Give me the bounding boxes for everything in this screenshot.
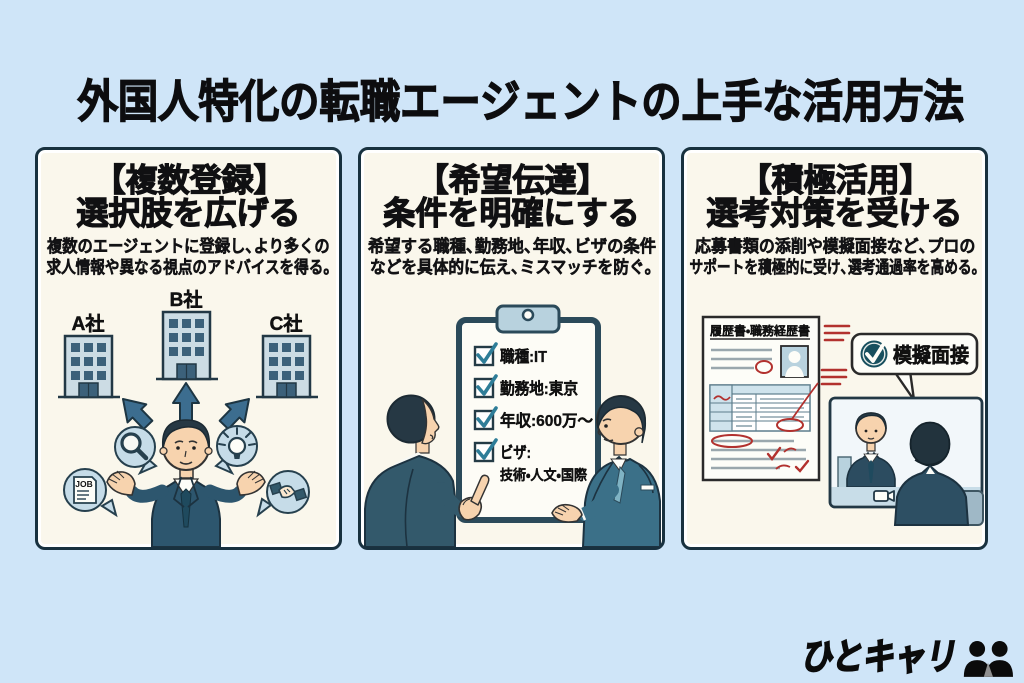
- card2-heading: 【希望伝達】 条件を明確にする: [361, 162, 662, 231]
- building-c: C社: [256, 312, 318, 399]
- checklist-item-2: 勤務地:東京: [500, 379, 578, 398]
- checkbox-4: [473, 438, 498, 463]
- building-b-label: B社: [170, 288, 203, 311]
- card2-illustration: 職種:IT 勤務地:東京 年収:600万〜 ビザ: 技術・人文・国際: [364, 304, 662, 547]
- interviewee-back: [893, 421, 984, 526]
- building-c-label: C社: [270, 312, 303, 335]
- right-person-face: [597, 418, 614, 442]
- checklist-item-4: ビザ:: [500, 444, 531, 462]
- arrows-up: [122, 382, 250, 431]
- page-title-text: 外国人特化の転職エージェントの上手な活用方法: [76, 75, 964, 127]
- card2-left-person: [364, 394, 490, 547]
- card1-body: 複数のエージェントに登録し、より多くの 求人情報や異なる視点のアドバイスを得る。: [38, 236, 339, 278]
- card2-body-line2: などを具体的に伝え、ミスマッチを防ぐ。: [370, 258, 661, 278]
- resume-bottom-lines: [711, 434, 810, 473]
- card1-illustration: A社 B社: [58, 288, 318, 547]
- cards-row: 【複数登録】 選択肢を広げる 複数のエージェントに登録し、より多くの 求人情報や…: [35, 147, 988, 550]
- resume-document: 履歴書・職務経歴書: [701, 315, 821, 482]
- card2-heading-line1: 【希望伝達】: [416, 162, 609, 198]
- job-label: JOB: [75, 479, 92, 489]
- checklist-item-3: 年収:600万〜: [500, 411, 593, 430]
- brand-logo: ひとキャリ: [779, 635, 1013, 678]
- resume-title: 履歴書・職務経歴書: [709, 323, 810, 338]
- card2-body-line1: 希望する職種、勤務地、年収、ビザの条件: [367, 237, 656, 257]
- card1-heading: 【複数登録】 選択肢を広げる: [38, 162, 339, 231]
- check-badge-icon: [860, 340, 888, 368]
- card1-heading-line2: 選択肢を広げる: [76, 195, 301, 231]
- magnifier-icon: [120, 432, 149, 461]
- correction-marks: [820, 324, 851, 386]
- brand-logo-text-inner: ひとキャリ: [798, 635, 962, 678]
- card2-right-person: [551, 395, 662, 547]
- card3-body: 応募書類の添削や模擬面接など、プロの サポートを積極的に受け、選考通過率を高める…: [684, 236, 985, 278]
- card2-body: 希望する職種、勤務地、年収、ビザの条件 などを具体的に伝え、ミスマッチを防ぐ。: [361, 236, 662, 278]
- card-active-use: 【積極活用】 選考対策を受ける 応募書類の添削や模擬面接など、プロの サポートを…: [681, 147, 988, 550]
- job-bubble: JOB: [63, 468, 118, 518]
- card3-body-line2: サポートを積極的に受け、選考通過率を高める。: [689, 258, 986, 278]
- card1-body-line2: 求人情報や異なる視点のアドバイスを得る。: [45, 258, 338, 278]
- building-b: B社: [156, 288, 218, 381]
- card-multiple-registration: 【複数登録】 選択肢を広げる 複数のエージェントに登録し、より多くの 求人情報や…: [35, 147, 342, 550]
- checkbox-3: [473, 406, 498, 431]
- card2-heading-line2: 条件を明確にする: [383, 195, 641, 231]
- face: [174, 440, 198, 465]
- card-communicate-wishes: 【希望伝達】 条件を明確にする 希望する職種、勤務地、年収、ビザの条件 などを具…: [358, 147, 665, 550]
- checkbox-2: [473, 374, 498, 399]
- card3-heading-line1: 【積極活用】: [739, 162, 932, 198]
- checkbox-1: [473, 342, 498, 367]
- card3-heading-line2: 選考対策を受ける: [706, 195, 963, 231]
- handshake-icon: [269, 481, 308, 502]
- clipboard: [456, 304, 601, 523]
- checklist-item-1: 職種:IT: [500, 347, 547, 366]
- card3-heading: 【積極活用】 選考対策を受ける: [684, 162, 985, 231]
- people-logo-icon: [963, 641, 1013, 677]
- lightbulb-icon: [218, 427, 256, 459]
- checklist-item-4-detail: 技術・人文・国際: [500, 467, 588, 483]
- card3-body-line1: 応募書類の添削や模擬面接など、プロの: [694, 237, 975, 257]
- job-document-icon: JOB: [73, 476, 97, 504]
- mock-interview-label: 模擬面接: [893, 343, 969, 367]
- pointing-hand: [458, 474, 490, 521]
- right-open-hand: [236, 470, 266, 496]
- camera-icon: [873, 490, 895, 502]
- search-bubble: [114, 426, 158, 476]
- card1-person: [106, 419, 266, 547]
- handshake-bubble: [256, 470, 310, 518]
- photo-box: [780, 345, 809, 378]
- page-title: 外国人特化の転職エージェントの上手な活用方法: [8, 74, 1024, 130]
- idea-bubble: [214, 425, 258, 476]
- card1-heading-line1: 【複数登録】: [93, 162, 286, 198]
- building-a-label: A社: [72, 312, 105, 335]
- open-palm-hand: [551, 503, 583, 523]
- mock-interview-bubble: 模擬面接: [850, 332, 979, 401]
- interviewer: [846, 412, 896, 488]
- building-a: A社: [58, 312, 120, 399]
- card3-illustration: 履歴書・職務経歴書: [701, 315, 984, 526]
- card1-body-line1: 複数のエージェントに登録し、より多くの: [46, 237, 330, 257]
- brand-logo-text: ひとキャリ: [775, 635, 962, 678]
- checklist: 職種:IT 勤務地:東京 年収:600万〜 ビザ: 技術・人文・国際: [473, 342, 593, 483]
- left-open-hand: [106, 470, 136, 496]
- resume-table: [709, 382, 819, 432]
